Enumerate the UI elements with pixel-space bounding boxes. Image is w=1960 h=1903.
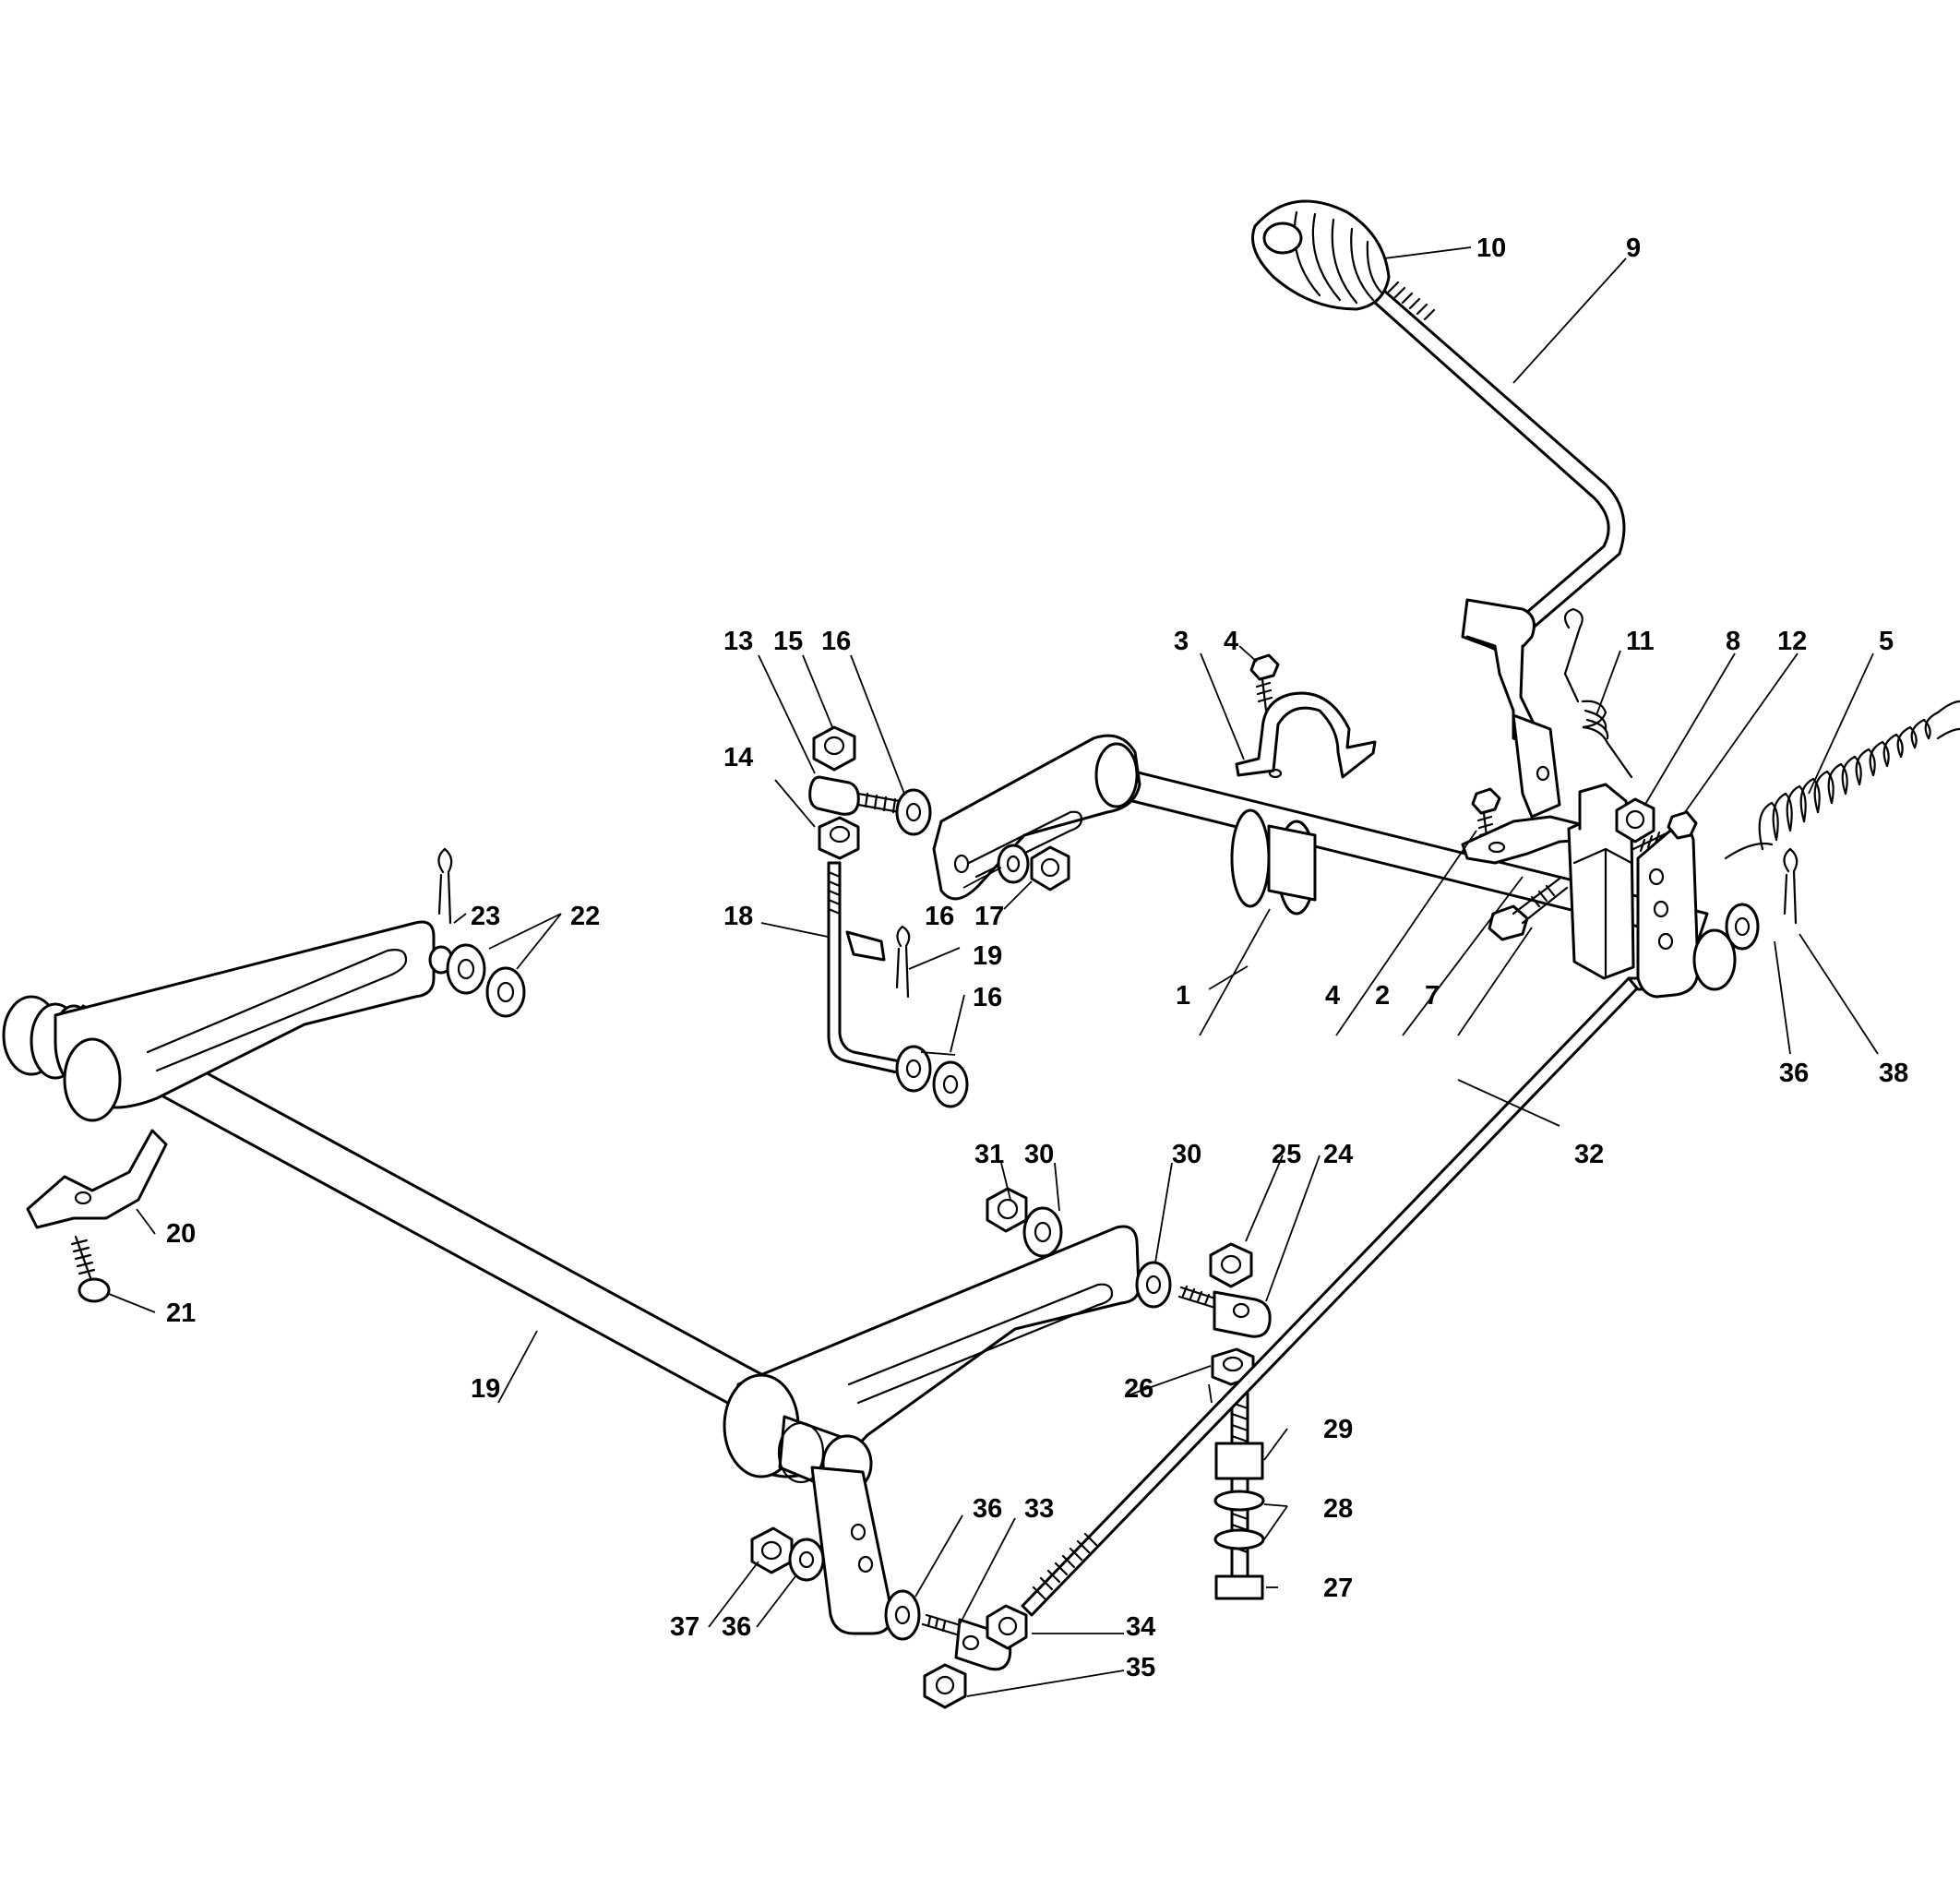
- callout-30: 30: [1024, 1140, 1054, 1169]
- rod-12: [827, 861, 902, 1074]
- callout-1: 1: [1176, 981, 1190, 1011]
- right-front-arm: [723, 1225, 1141, 1493]
- lever-6: [1373, 281, 1626, 819]
- callout-36b: 36: [973, 1494, 1002, 1524]
- washer-36a: [1725, 903, 1760, 951]
- washer-16a: [895, 788, 932, 836]
- callout-34: 34: [1126, 1612, 1155, 1642]
- nut-34: [986, 1604, 1028, 1650]
- callout-10: 11: [1626, 627, 1655, 656]
- callout-4: 4: [1224, 627, 1238, 656]
- washer-30b: [1135, 1261, 1172, 1309]
- lower-plate: [810, 1466, 893, 1635]
- spring-10: [1563, 607, 1633, 779]
- nut-15: [812, 725, 856, 772]
- callout-24: 24: [1323, 1140, 1353, 1169]
- callout-6: 9: [1626, 233, 1641, 263]
- washer-16b: [997, 844, 1030, 884]
- callout-32: 32: [1574, 1140, 1604, 1169]
- screw-4b: [1471, 787, 1501, 846]
- callout-27: 27: [1323, 1574, 1353, 1603]
- callout-14: 14: [723, 743, 753, 772]
- washer-30a: [1022, 1206, 1063, 1258]
- collar: [1230, 808, 1317, 916]
- callout-22: 22: [570, 902, 600, 931]
- screw-4a: [1249, 653, 1280, 712]
- callout-2: 2: [1375, 981, 1390, 1011]
- callout-28: 28: [1323, 1494, 1353, 1524]
- washer-36c: [884, 1589, 921, 1641]
- callout-8: 7: [1425, 981, 1440, 1011]
- callout-17: 17: [974, 902, 1004, 931]
- left-arm: [54, 920, 454, 1122]
- washers-16c: [895, 1045, 969, 1108]
- callout-30b: 30: [1172, 1140, 1201, 1169]
- callout-16: 16: [821, 627, 851, 656]
- callout-7: 10: [1476, 233, 1506, 263]
- callout-26: 26: [1124, 1374, 1153, 1404]
- callout-29: 29: [1323, 1415, 1353, 1444]
- right-end-plate: [1636, 826, 1737, 999]
- callout-18: 19: [973, 941, 1002, 971]
- callouts: 10 9 13 15 16 3 4 11 8 12 5 14 23 22 18 …: [166, 233, 1908, 1682]
- callout-38: 38: [1879, 1059, 1908, 1088]
- callout-31: 31: [974, 1140, 1004, 1169]
- bolt-8: [1488, 877, 1569, 941]
- spring-5: [1724, 700, 1960, 860]
- bolt-stack: [1213, 1392, 1265, 1600]
- bracket-20: [26, 1129, 168, 1229]
- screw-21: [70, 1235, 111, 1303]
- callout-35: 35: [1126, 1653, 1155, 1682]
- bracket-3: [1235, 691, 1377, 779]
- callout-36c: 36: [722, 1612, 751, 1642]
- clip-38: [1783, 847, 1799, 925]
- nut-35: [923, 1663, 967, 1709]
- rear-left-arm: [932, 734, 1141, 901]
- callout-9: 8: [1726, 627, 1740, 656]
- clip-18: [895, 925, 911, 999]
- nut-37: [750, 1526, 794, 1574]
- callout-25: 25: [1272, 1140, 1301, 1169]
- callout-23: 23: [471, 902, 500, 931]
- callout-16c: 16: [973, 983, 1002, 1012]
- nut-25: [1209, 1242, 1253, 1288]
- callout-36: 36: [1779, 1059, 1809, 1088]
- nut-9: [1615, 797, 1655, 844]
- callout-3: 3: [1174, 627, 1189, 656]
- callout-37: 37: [670, 1612, 699, 1642]
- nut-14: [818, 816, 860, 860]
- knob-7: [1251, 199, 1391, 311]
- clip-23: [437, 847, 453, 925]
- callout-15: 15: [773, 627, 803, 656]
- callout-11: 12: [1777, 627, 1807, 656]
- washer-36b: [788, 1538, 825, 1582]
- nut-17: [1030, 845, 1070, 892]
- callout-33: 33: [1024, 1494, 1054, 1524]
- callout-21: 21: [166, 1299, 196, 1328]
- fitting-13: [808, 775, 902, 816]
- callout-20: 20: [166, 1219, 196, 1249]
- callout-13: 13: [723, 627, 753, 656]
- washers-22: [446, 943, 526, 1018]
- nut-31: [986, 1187, 1028, 1233]
- leader-lines: [108, 246, 1879, 1697]
- callout-19: 19: [471, 1374, 500, 1404]
- callout-12: 18: [723, 902, 753, 931]
- callout-5: 5: [1879, 627, 1894, 656]
- bolt-24: [1177, 1285, 1272, 1338]
- screw-11: [1631, 810, 1698, 853]
- callout-4b: 4: [1325, 981, 1340, 1011]
- callout-16b: 16: [925, 902, 954, 931]
